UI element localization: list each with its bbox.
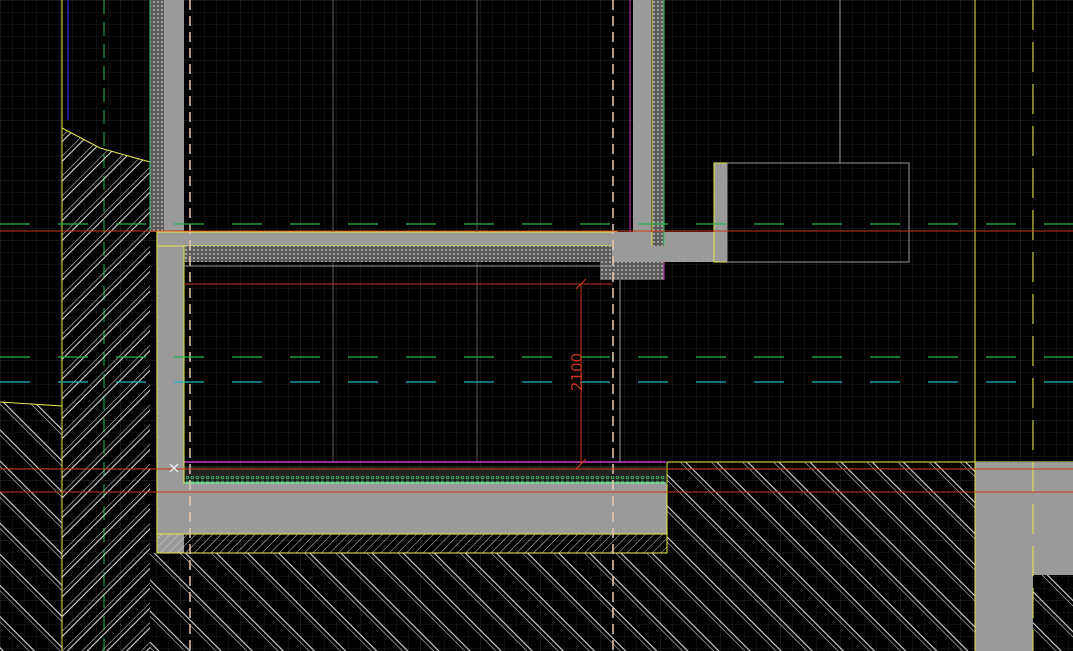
basement-outline [156,232,668,554]
x-marker-icon [169,463,179,473]
parapet [713,162,728,263]
left-wall-insulation [150,0,164,232]
left-concrete-wall [164,0,184,232]
earth-hatch-left [62,128,150,651]
parapet-outline [726,162,910,263]
earth-hatch-far-left [0,402,62,651]
basement-membrane [184,476,666,484]
floor-slab [156,231,618,247]
earth-hatch-right [1033,575,1073,651]
right-lower-ledge [1033,462,1073,575]
slab-insulation [184,246,616,262]
dimension-text: 2100 [568,353,586,391]
right-wall-insulation [652,0,664,246]
basement-slab-lean [156,533,668,554]
earth-hatch-bottom [150,462,975,651]
right-upper-wall [633,0,651,250]
right-lower-wall [975,462,1033,651]
slab-joint [612,232,724,262]
dimension-2100[interactable]: 2100 [568,278,587,470]
